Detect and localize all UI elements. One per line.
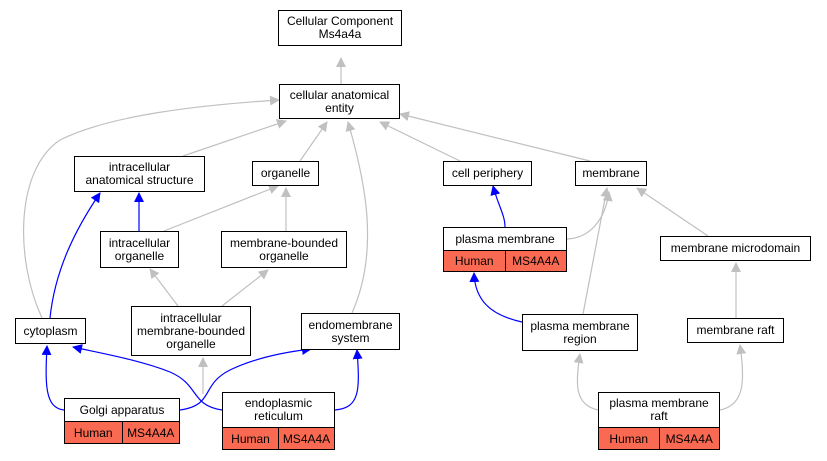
- edge-cytoplasm-cae: [23, 95, 280, 319]
- node-intracellular-anatomical-structure[interactable]: intracellular anatomical structure: [74, 156, 205, 192]
- node-golgi-apparatus[interactable]: Golgi apparatus: [64, 398, 180, 422]
- node-plasma-membrane-raft[interactable]: plasma membrane raft: [598, 392, 720, 428]
- edge-imbo-intracellularorganelle: [149, 268, 179, 307]
- edge-ias-cae: [182, 119, 287, 157]
- node-intracellular-membrane-bounded-organelle[interactable]: intracellular membrane-bounded organelle: [131, 306, 251, 356]
- node-endomembrane-system[interactable]: endomembrane system: [301, 313, 400, 350]
- edge-plasmamembrane-cellperiphery: [490, 185, 506, 228]
- species-label: Human: [73, 425, 113, 440]
- node-membrane-bounded-organelle[interactable]: membrane-bounded organelle: [221, 231, 347, 268]
- node-cytoplasm[interactable]: cytoplasm: [15, 318, 86, 344]
- edge-pmraft-pmregion: [573, 353, 599, 411]
- node-plasma-membrane[interactable]: plasma membrane: [443, 227, 567, 251]
- edge-golgi-cytoplasm: [41, 345, 65, 411]
- gene-label: MS4A4A: [504, 251, 567, 271]
- edge-membrane-cae: [399, 111, 591, 162]
- edge-er-cytoplasm: [72, 344, 223, 411]
- edge-pmraft-membraneraft: [719, 344, 747, 411]
- node-root[interactable]: Cellular Component Ms4a4a: [278, 10, 402, 46]
- species-label: Human: [454, 254, 494, 268]
- node-organelle[interactable]: organelle: [252, 161, 319, 186]
- edge-golgi-endomembrane: [179, 345, 312, 411]
- edge-organelle-cae: [299, 121, 328, 162]
- annotation-golgi-apparatus: Human MS4A4A: [64, 422, 180, 444]
- species-label: Human: [609, 431, 649, 446]
- node-membrane[interactable]: membrane: [575, 161, 647, 186]
- node-cell-periphery[interactable]: cell periphery: [443, 161, 532, 186]
- node-membrane-microdomain[interactable]: membrane microdomain: [660, 236, 811, 261]
- gene-label: MS4A4A: [121, 422, 180, 443]
- edge-plasmamembrane-membrane: [566, 191, 613, 240]
- gene-label: MS4A4A: [658, 428, 720, 449]
- edge-cellperiphery-cae: [379, 121, 461, 162]
- annotation-plasma-membrane-raft: Human MS4A4A: [598, 428, 720, 450]
- edge-pmregion-membrane: [582, 187, 611, 315]
- edge-endomembrane-cae: [345, 121, 369, 314]
- edge-membranemicrodomain-membrane: [636, 187, 709, 237]
- edge-pmregion-plasmamembrane: [469, 272, 523, 323]
- edge-cytoplasm-ias: [49, 192, 101, 319]
- node-intracellular-organelle[interactable]: intracellular organelle: [100, 231, 179, 268]
- species-label: Human: [231, 431, 270, 446]
- edge-er-endomembrane: [334, 349, 363, 411]
- node-plasma-membrane-region[interactable]: plasma membrane region: [522, 314, 638, 351]
- annotation-endoplasmic-reticulum: Human MS4A4A: [222, 428, 335, 450]
- edge-imbo-mbo: [221, 269, 269, 307]
- edge-intracellularorganelle-organelle: [163, 184, 279, 232]
- node-endoplasmic-reticulum[interactable]: endoplasmic reticulum: [222, 392, 335, 428]
- gene-label: MS4A4A: [278, 428, 334, 449]
- node-cellular-anatomical-entity[interactable]: cellular anatomical entity: [279, 84, 400, 119]
- annotation-plasma-membrane: Human MS4A4A: [443, 251, 567, 272]
- node-membrane-raft[interactable]: membrane raft: [687, 318, 784, 343]
